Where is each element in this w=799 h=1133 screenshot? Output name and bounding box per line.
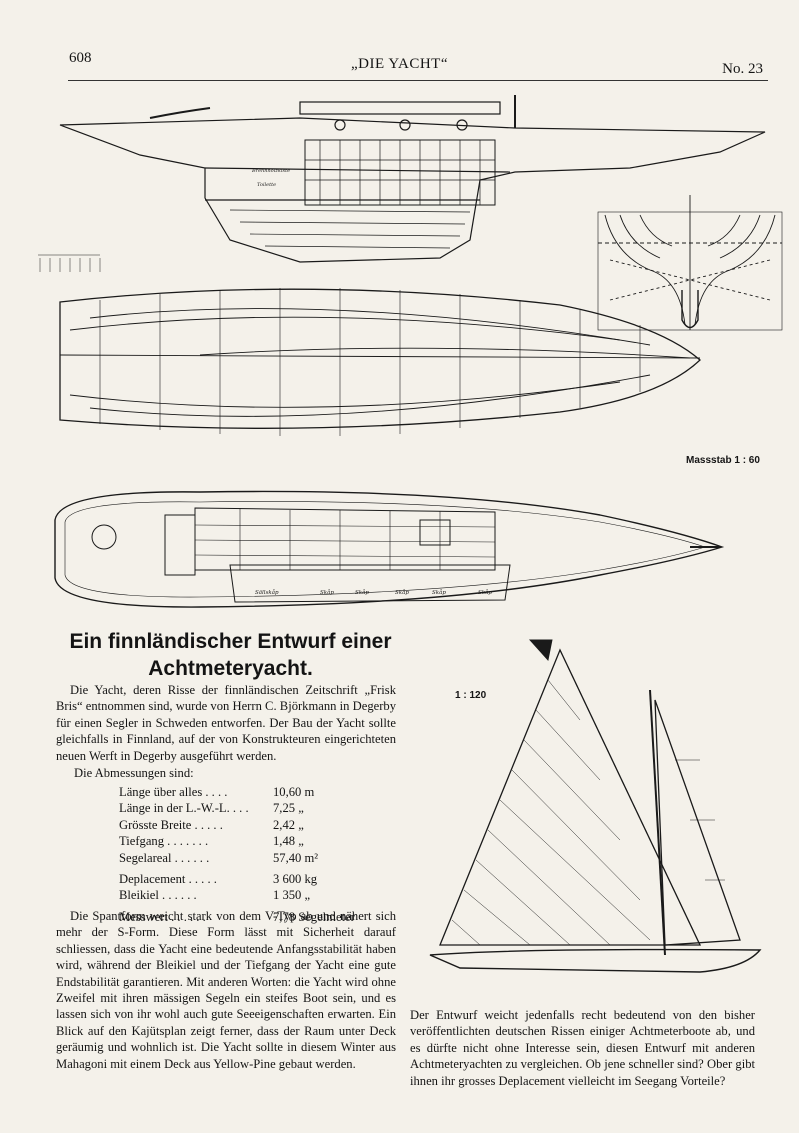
deck-locker-label: Skåp <box>355 589 369 596</box>
dimension-value: 3 600 kg <box>273 871 318 886</box>
dimension-label: Segelareal . . . . . . <box>119 850 210 865</box>
scale-label-sail-plan: 1 : 120 <box>455 690 487 701</box>
dimensions-table: Länge über alles . . . . 10,60 m Länge in… <box>119 784 379 925</box>
dimension-label: Grösste Breite . . . . . <box>119 817 223 832</box>
article-title-line-1: Ein finnländischer Entwurf einer <box>69 630 392 653</box>
scale-label-main: Massstab 1 : 60 <box>686 455 760 466</box>
dimension-label: Messwert . . . . . . <box>119 909 206 924</box>
dimension-row: Bleikiel . . . . . . 1 350 „ <box>119 887 379 903</box>
dimension-label: Bleikiel . . . . . . <box>119 888 197 903</box>
dimension-label: Länge in der L.-W.-L. . . . <box>119 801 249 816</box>
body-paragraph: Die Spantform weicht stark von dem V-Typ… <box>56 909 396 1071</box>
dimension-value: 7,78 Segelmeter <box>273 909 355 924</box>
issue-number: No. 23 <box>722 61 763 77</box>
intro-paragraph: Die Yacht, deren Risse der finnländische… <box>56 683 396 763</box>
deck-locker-label: Skåp <box>395 589 409 596</box>
lines-plan <box>59 288 701 436</box>
dimension-label: Deplacement . . . . . <box>119 871 217 886</box>
running-title: „DIE YACHT“ <box>350 56 448 72</box>
sail-plan <box>429 639 762 973</box>
deck-locker-label: Skåp <box>320 589 334 596</box>
dimension-label: Tiefgang . . . . . . . <box>119 834 209 849</box>
profile-drawing <box>38 95 766 272</box>
dimension-row: Tiefgang . . . . . . . 1,48 „ <box>119 833 379 849</box>
dimension-value: 1,48 „ <box>273 834 304 849</box>
dimension-row: Länge in der L.-W.-L. . . . 7,25 „ <box>119 800 379 816</box>
dimension-row: Segelareal . . . . . . 57,40 m² <box>119 850 379 866</box>
dimension-value: 2,42 „ <box>273 817 304 832</box>
dimension-value: 7,25 „ <box>273 801 304 816</box>
dimension-row: Deplacement . . . . . 3 600 kg <box>119 871 379 887</box>
deck-locker-label: Sällskåp <box>255 589 279 596</box>
dimension-value: 10,60 m <box>273 785 315 799</box>
dimension-row: Länge über alles . . . . 10,60 m <box>119 784 379 800</box>
deck-plan <box>54 490 725 608</box>
dimensions-intro: Die Abmessungen sind: <box>74 766 194 780</box>
body-plan <box>597 195 783 331</box>
header-rule <box>68 80 768 81</box>
deck-locker-label: Skåp <box>432 589 446 596</box>
dimension-row: Grösste Breite . . . . . 2,42 „ <box>119 817 379 833</box>
dimension-row: Messwert . . . . . . 7,78 Segelmeter <box>119 909 379 925</box>
deck-locker-label: Skåp <box>478 589 492 596</box>
page-number: 608 <box>69 50 92 66</box>
dimension-value: 1 350 „ <box>273 888 311 903</box>
right-column-paragraph: Der Entwurf weicht jedenfalls recht bede… <box>410 1008 755 1088</box>
article-title: Ein finnländischer Entwurf einer Achtmet… <box>48 628 413 682</box>
profile-label: Brennholzkiste <box>251 168 290 174</box>
article-title-line-2: Achtmeteryacht. <box>148 657 313 680</box>
dimension-label: Länge über alles . . . . <box>119 785 228 799</box>
profile-label: Toilette <box>257 182 276 188</box>
dimension-value: 57,40 m² <box>273 850 319 865</box>
